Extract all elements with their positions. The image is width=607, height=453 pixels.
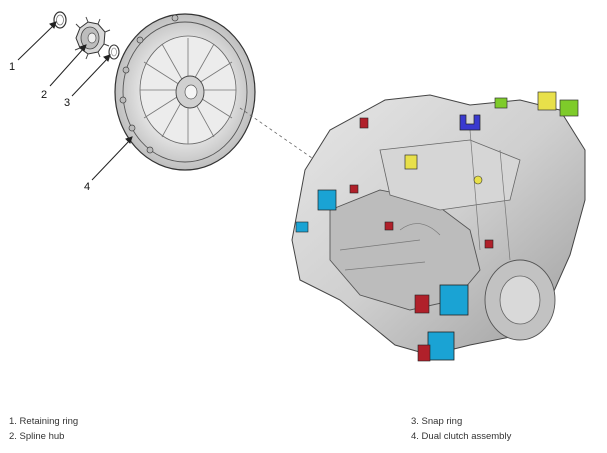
connector-green — [559, 99, 579, 117]
connector-red-3 — [484, 239, 494, 249]
legend-left: 1. Retaining ring 2. Spline hub — [9, 414, 78, 444]
connector-red-6 — [417, 344, 431, 362]
leader-lines — [17, 21, 133, 181]
legend-item-4: 4. Dual clutch assembly — [411, 431, 512, 442]
connector-red-4 — [384, 221, 394, 231]
callout-3: 3 — [64, 97, 70, 109]
legend-right: 3. Snap ring 4. Dual clutch assembly — [411, 414, 511, 444]
legend-item-1: 1. Retaining ring — [9, 416, 79, 427]
dual-clutch-assembly — [114, 13, 256, 171]
connector-blue-small — [295, 221, 309, 233]
connector-green-2 — [494, 97, 508, 109]
connector-red-2 — [349, 184, 359, 194]
retaining-ring — [53, 11, 67, 29]
callout-4: 4 — [84, 181, 90, 193]
connector-blue-left — [317, 189, 337, 211]
callout-1: 1 — [9, 61, 15, 73]
connector-red-5 — [414, 294, 430, 314]
transmission-assembly — [291, 91, 586, 362]
connector-blue-low — [427, 331, 455, 361]
connector-purple — [459, 114, 481, 131]
connector-yellow — [537, 91, 557, 111]
legend-item-3: 3. Snap ring — [411, 416, 463, 427]
connector-yellow-2 — [404, 154, 418, 170]
callout-2: 2 — [41, 89, 47, 101]
connector-blue-mid — [439, 284, 469, 316]
connector-red-1 — [359, 117, 369, 129]
alignment-dashed-line — [239, 107, 313, 159]
snap-ring — [108, 44, 120, 60]
legend-item-2: 2. Spline hub — [9, 431, 65, 442]
